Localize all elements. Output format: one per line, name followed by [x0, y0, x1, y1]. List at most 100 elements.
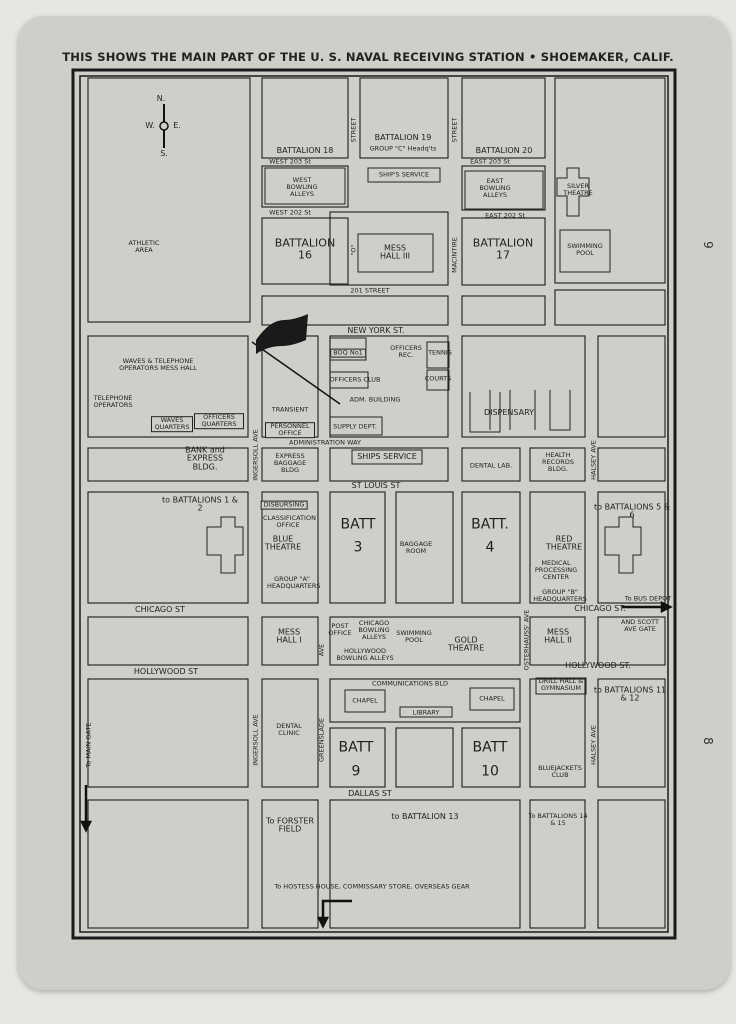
city-block [461, 295, 546, 326]
batt56-label: to BATTALIONS 5 & 6 [594, 502, 670, 520]
dallas-street-label: DALLAS ST [348, 788, 392, 798]
bus-depot-arrowhead [660, 600, 673, 614]
officers-quarters-label: OFFICERS QUARTERS [194, 413, 244, 429]
city-block [261, 678, 319, 788]
greenslade2-street-label: GREENSLADE [317, 717, 326, 763]
east-bowling-label: EAST BOWLING ALLEYS [479, 176, 511, 199]
city-block [261, 447, 319, 482]
city-blocks [87, 77, 666, 929]
batt4b-label: 4 [485, 539, 495, 556]
ingersoll1-street-label: INGERSOLL AVE [251, 429, 260, 481]
gold-theatre-label: GOLD THEATRE [447, 635, 485, 653]
personnel-office-label: PERSONNEL OFFICE [265, 422, 315, 438]
b17-label: BATTALION 17 [472, 236, 534, 261]
city-block [359, 77, 449, 159]
disbursing-label: DISBURSING [260, 500, 308, 510]
batt9b-label: 9 [351, 763, 361, 780]
library-building [399, 706, 453, 718]
city-block [261, 799, 319, 929]
city-block [329, 491, 386, 604]
city-block [597, 678, 666, 788]
swim-top-label: SWIMMING POOL [567, 242, 603, 257]
telephone-ops-label: TELEPHONE OPERATORS [93, 394, 133, 409]
b18-label: BATTALION 18 [276, 145, 334, 155]
communications-label: COMMUNICATIONS BLD [371, 679, 449, 688]
dental-clinic-label: DENTAL CLINIC [276, 722, 302, 737]
group-a-label: GROUP "A" HEADQUARTERS [267, 575, 321, 590]
chapel2-label: CHAPEL [479, 694, 505, 703]
bank-label: BANK and EXPRESS BLDG. [185, 445, 225, 472]
b20-label: BATTALION 20 [475, 145, 533, 155]
west203-street-label: WEST 203 St [269, 157, 311, 166]
compass-north: N. [156, 93, 166, 103]
city-block [597, 616, 666, 666]
mess3-label: MESS HALL III [379, 243, 411, 261]
east203-street-label: EAST 203 St [470, 157, 510, 166]
tennis-court-1 [426, 341, 450, 369]
batt10a-label: BATT [472, 739, 508, 756]
st-louis-street-label: ST LOUIS ST [351, 480, 401, 490]
group-b-label: GROUP "B" HEADQUARTERS [533, 588, 587, 603]
dental-lab-label: DENTAL LAB. [469, 461, 513, 470]
red-theatre-building [604, 516, 642, 574]
ingersoll2-street-label: INGERSOLL AVE [251, 714, 260, 766]
west-bowling-building [264, 167, 346, 205]
chapel-1-building [344, 689, 386, 713]
city-block [329, 727, 386, 788]
ships-service-top-building [367, 167, 441, 183]
main-gate-arrowhead [79, 820, 93, 833]
city-block [329, 211, 449, 286]
chicago-e-street-label: CHICAGO ST. [574, 603, 626, 613]
mess1-label: MESS HALL I [276, 627, 302, 645]
swim-pool-label: SWIMMING POOL [396, 629, 432, 644]
street-b-street-label: STREET [450, 117, 459, 143]
chicago-bowling-label: CHICAGO BOWLING ALLEYS [358, 618, 390, 641]
compass-west: W. [145, 120, 155, 130]
mess-hall-3-building [357, 233, 434, 273]
city-block [261, 295, 449, 326]
officers-club-building [329, 371, 369, 389]
hollywood-w-street-label: HOLLYWOOD ST [133, 666, 199, 676]
city-block [261, 491, 319, 604]
street-a-street-label: STREET [349, 117, 358, 143]
macintire-street-label: MACINTIRE [450, 237, 459, 273]
city-block [554, 289, 666, 326]
city-block [461, 77, 546, 159]
chicago-w-street-label: CHICAGO ST [135, 604, 185, 614]
batt1112-label: to BATTALIONS 11 & 12 [593, 685, 667, 703]
margin-mark-lower: 8 [700, 737, 715, 745]
o-st-street-label: "O" [349, 244, 358, 256]
city-block [529, 491, 586, 604]
city-block [461, 217, 546, 286]
greenslade1-street-label: AVE [317, 643, 326, 657]
compass-icon [159, 104, 169, 148]
city-block [261, 165, 349, 208]
batt4a-label: BATT. [471, 516, 509, 533]
boq-building [329, 337, 367, 361]
b19-label: BATTALION 19 [374, 132, 432, 142]
athletic-label: ATHLETIC AREA [128, 239, 160, 254]
city-block [461, 165, 546, 211]
transient-label: TRANSIENT [271, 405, 309, 414]
adm-label: ADM. BUILDING [349, 395, 401, 404]
officers-rec-label: OFFICERS REC. [390, 344, 422, 359]
hollywood-e-street-label: HOLLYWOOD ST. [565, 660, 631, 670]
batt3b-label: 3 [353, 539, 363, 556]
city-block [597, 447, 666, 482]
compass-south: S. [160, 148, 168, 158]
b16-label: BATTALION 16 [274, 236, 336, 261]
b19sub-label: GROUP "C" Headq'ts [369, 144, 437, 153]
city-block [395, 727, 454, 788]
city-block [329, 447, 449, 482]
red-theatre-label: RED THEATRE [545, 534, 583, 552]
drill-hall-label: DRILL HALL & GYMNASIUM [538, 677, 584, 692]
city-block [87, 335, 249, 438]
bus-depot-label: To BUS DEPOT [624, 594, 672, 603]
st201-street-label: 201 STREET [350, 286, 390, 295]
supply-label: SUPPLY DEPT. [333, 422, 377, 431]
medical-label: MEDICAL PROCESSING CENTER [534, 558, 578, 581]
supply-building [329, 416, 383, 436]
waves-mess-label: WAVES & TELEPHONE OPERATORS MESS HALL [119, 357, 197, 372]
scott-gate-label: AND SCOTT AVE GATE [621, 618, 659, 633]
